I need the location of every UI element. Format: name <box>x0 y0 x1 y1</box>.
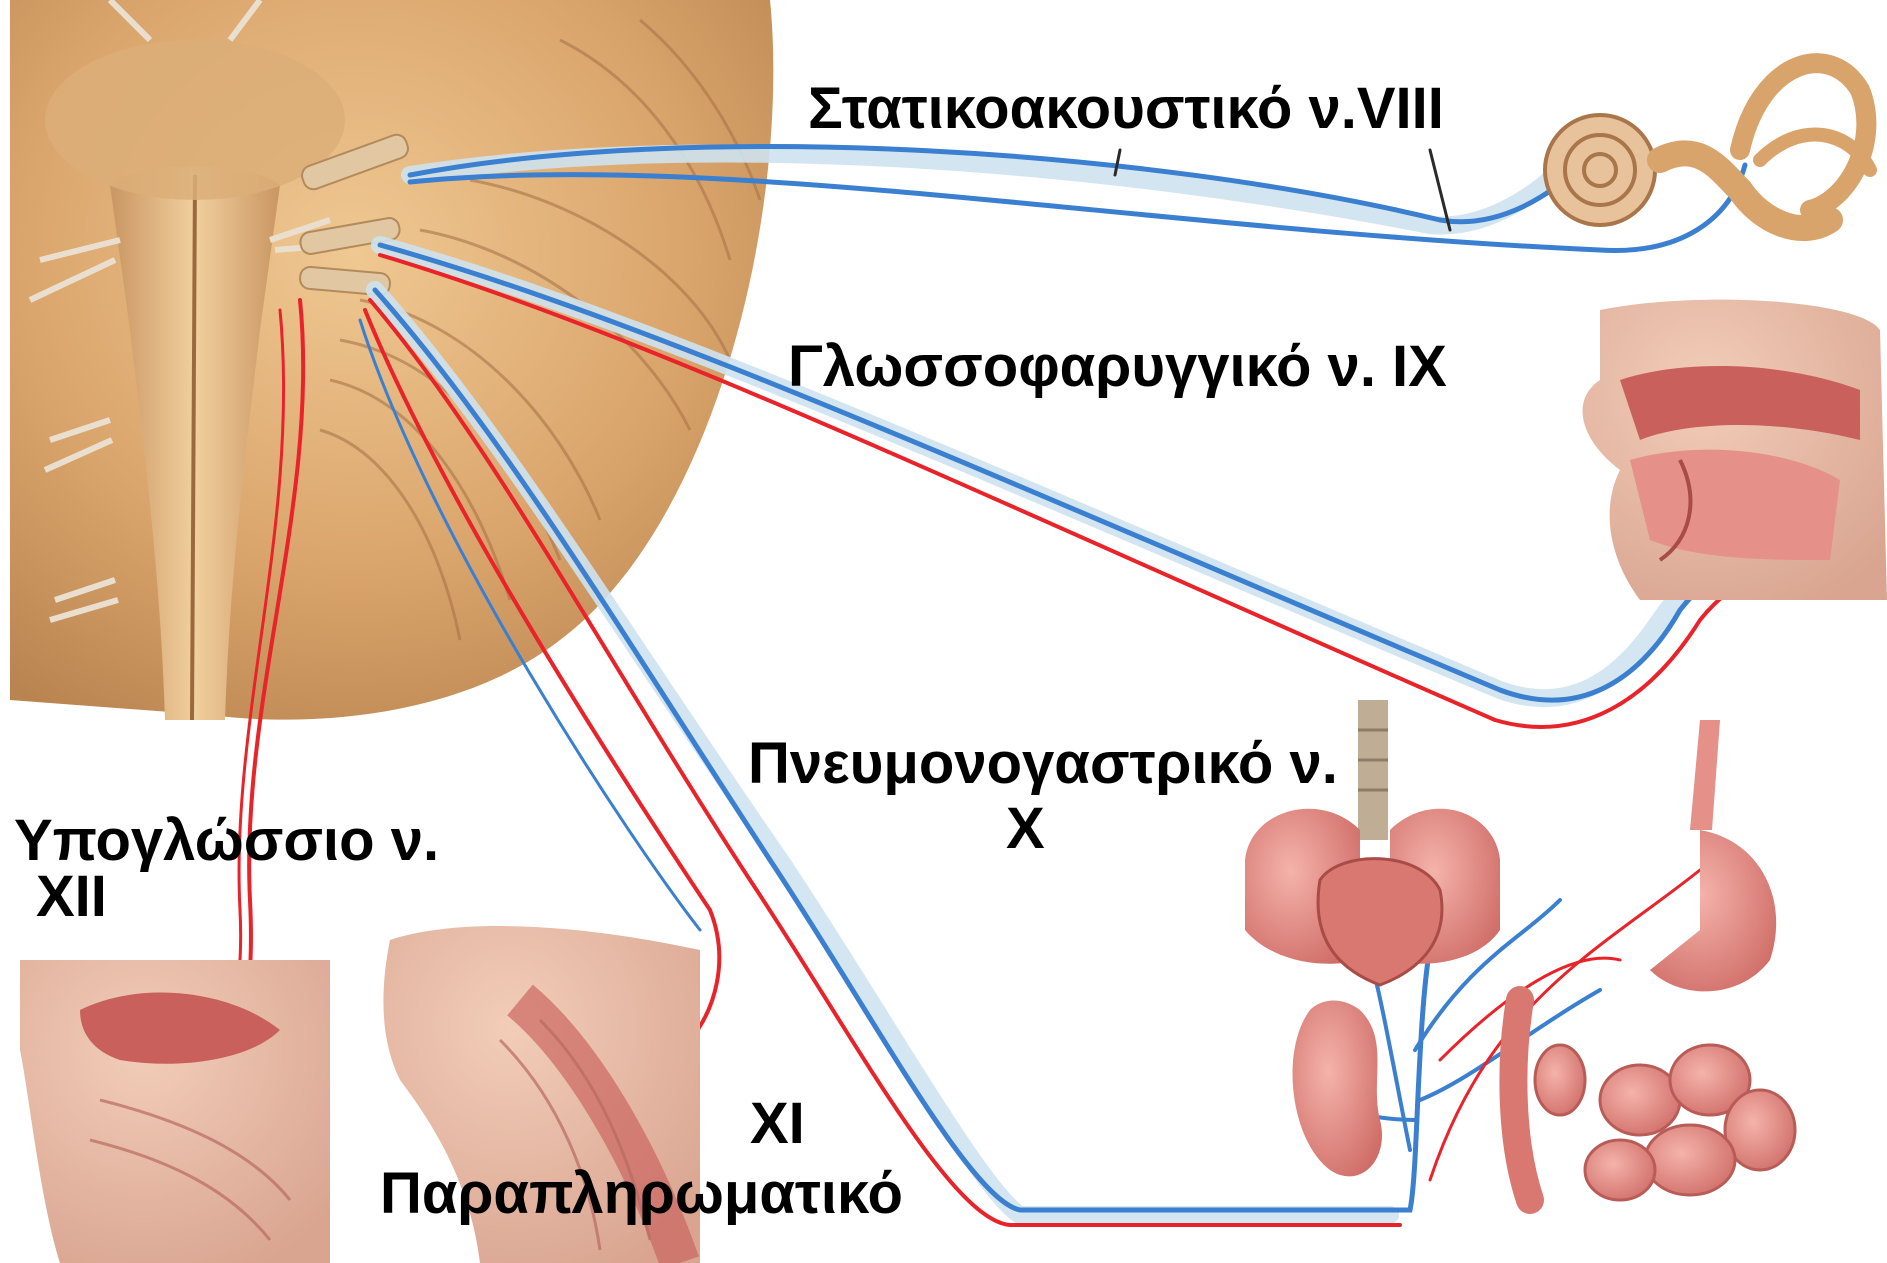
label-glossopharyngeal-nerve: Γλωσσοφαρυγγικό ν. IX <box>788 338 1447 396</box>
label-hypoglossal-nerve-number: XII <box>36 868 107 926</box>
brainstem-illustration <box>10 0 773 720</box>
abdomen-illustration <box>1513 720 1795 1200</box>
inner-ear-illustration <box>1545 63 1870 228</box>
label-accessory-nerve: Παραπληρωματικό <box>380 1165 903 1223</box>
label-vagus-nerve-number: X <box>1006 800 1045 858</box>
label-accessory-nerve-number: XI <box>750 1095 805 1153</box>
label-hypoglossal-nerve: Υπογλώσσιο ν. <box>14 812 439 870</box>
label-vagus-nerve: Πνευμονογαστρικό ν. <box>748 735 1338 793</box>
neck-tongue-illustration <box>20 960 330 1263</box>
oral-cavity-illustration <box>1583 300 1887 600</box>
label-vestibulocochlear-nerve: Στατικοακουστικό ν.VIII <box>808 80 1444 138</box>
